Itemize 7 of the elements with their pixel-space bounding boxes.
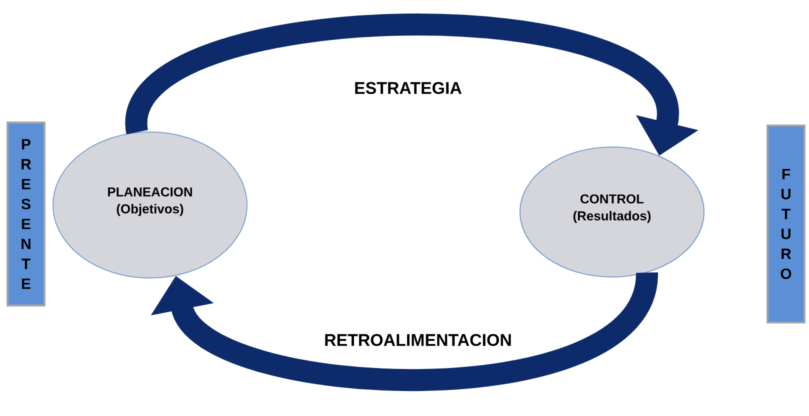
curved-arrow — [150, 270, 658, 391]
ellipse-node: CONTROL (Resultados) — [520, 146, 704, 278]
vertical-label-bar: PRESENTE — [6, 122, 46, 306]
ellipse-node: PLANEACION (Objetivos) — [52, 132, 248, 278]
vertical-label-bar: FUTURO — [766, 124, 806, 324]
edge-label: RETROALIMENTACION — [322, 332, 514, 348]
edge-label: ESTRATEGIA — [352, 80, 464, 96]
